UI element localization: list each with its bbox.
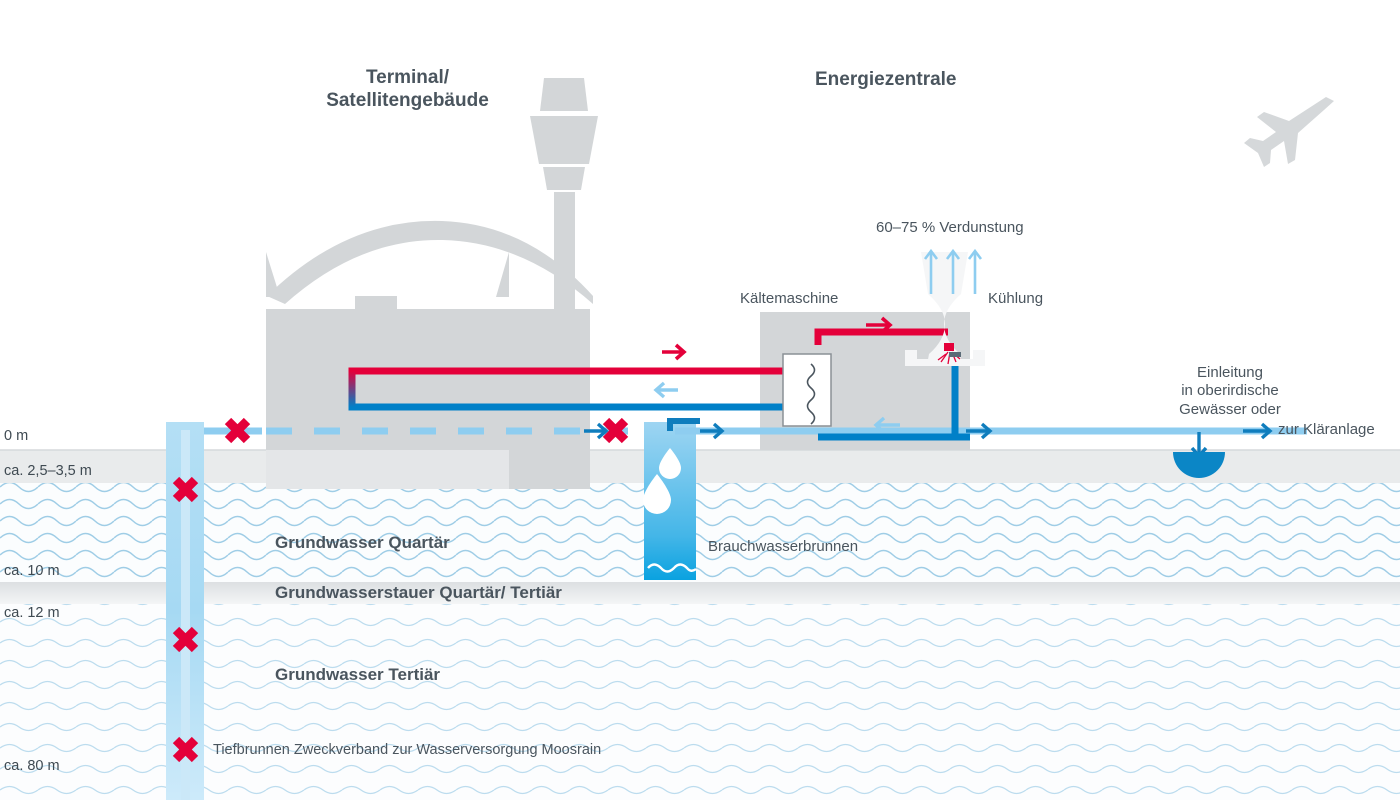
discharge-basin-icon xyxy=(1173,452,1225,478)
terminal-wing xyxy=(509,309,590,489)
heat-exchanger-icon xyxy=(782,353,832,427)
stratum-unsaturated xyxy=(0,450,1400,483)
depth-label: ca. 2,5–3,5 m xyxy=(4,463,92,479)
tower-neck xyxy=(543,167,585,190)
blocked-cross-icon xyxy=(172,626,199,653)
label-process-well: Brauchwasserbrunnen xyxy=(708,538,859,555)
roof-box xyxy=(355,296,397,312)
label-discharge: Einleitung in oberirdische Gewässer oder xyxy=(1179,364,1281,418)
stratum-quaternary-waves xyxy=(0,483,1400,582)
tower-shaft xyxy=(554,192,575,320)
terminal-distribution-loop xyxy=(348,367,800,411)
depth-label: ca. 12 m xyxy=(4,605,60,621)
depth-label: 0 m xyxy=(4,428,29,444)
label-cooling: Kühlung xyxy=(988,290,1044,307)
stratum-aquitard xyxy=(0,582,1400,604)
blocked-cross-icon xyxy=(172,476,199,503)
depth-label: ca. 80 m xyxy=(4,758,60,774)
arrow-right-icon xyxy=(866,316,893,334)
process-well-riser xyxy=(667,418,700,431)
well-water-line xyxy=(647,563,697,573)
airplane-icon xyxy=(1244,97,1334,167)
control-tower xyxy=(530,78,598,320)
stratum-tertiary-waves xyxy=(0,604,1400,800)
stratum-label: Grundwasser Quartär xyxy=(275,533,450,552)
cooling-circuit xyxy=(814,328,970,441)
page-title-terminal: Terminal/ Satellitengebäude xyxy=(326,67,489,112)
blocked-cross-icon xyxy=(224,417,251,444)
arrow-left-icon xyxy=(653,381,678,399)
tower-top xyxy=(540,78,588,111)
water-droplet-icon xyxy=(643,448,681,514)
arrow-left-icon xyxy=(873,416,900,434)
arrow-right-icon xyxy=(662,343,687,361)
page-title-energy-centre: Energiezentrale xyxy=(815,69,957,90)
tower-cabin xyxy=(530,116,598,164)
roof-pylon-right xyxy=(496,252,509,297)
blocked-cross-icon xyxy=(172,736,199,763)
terminal-roof xyxy=(266,220,593,312)
label-treatment-plant: zur Kläranlage xyxy=(1278,421,1375,438)
arrow-right-icon xyxy=(1243,422,1273,440)
label-chiller: Kältemaschine xyxy=(740,290,839,307)
evaporation-arrows xyxy=(923,248,983,294)
depth-label: ca. 10 m xyxy=(4,563,60,579)
arrow-right-icon xyxy=(700,422,725,440)
label-evaporation: 60–75 % Verdunstung xyxy=(876,219,1024,236)
label-deep-well: Tiefbrunnen Zweckverband zur Wasserverso… xyxy=(213,742,602,758)
deep-well-inner-pipe xyxy=(181,430,190,800)
blocked-cross-icon xyxy=(602,417,629,444)
arrow-right-icon xyxy=(966,422,993,440)
roof-pylon-left xyxy=(266,252,280,297)
arrow-right-icon xyxy=(584,422,609,440)
stratum-label: Grundwasserstauer Quartär/ Tertiär xyxy=(275,583,562,602)
cooling-tower-icon xyxy=(905,248,985,366)
roof-arch xyxy=(267,220,593,304)
stratum-label: Grundwasser Tertiär xyxy=(275,665,441,684)
